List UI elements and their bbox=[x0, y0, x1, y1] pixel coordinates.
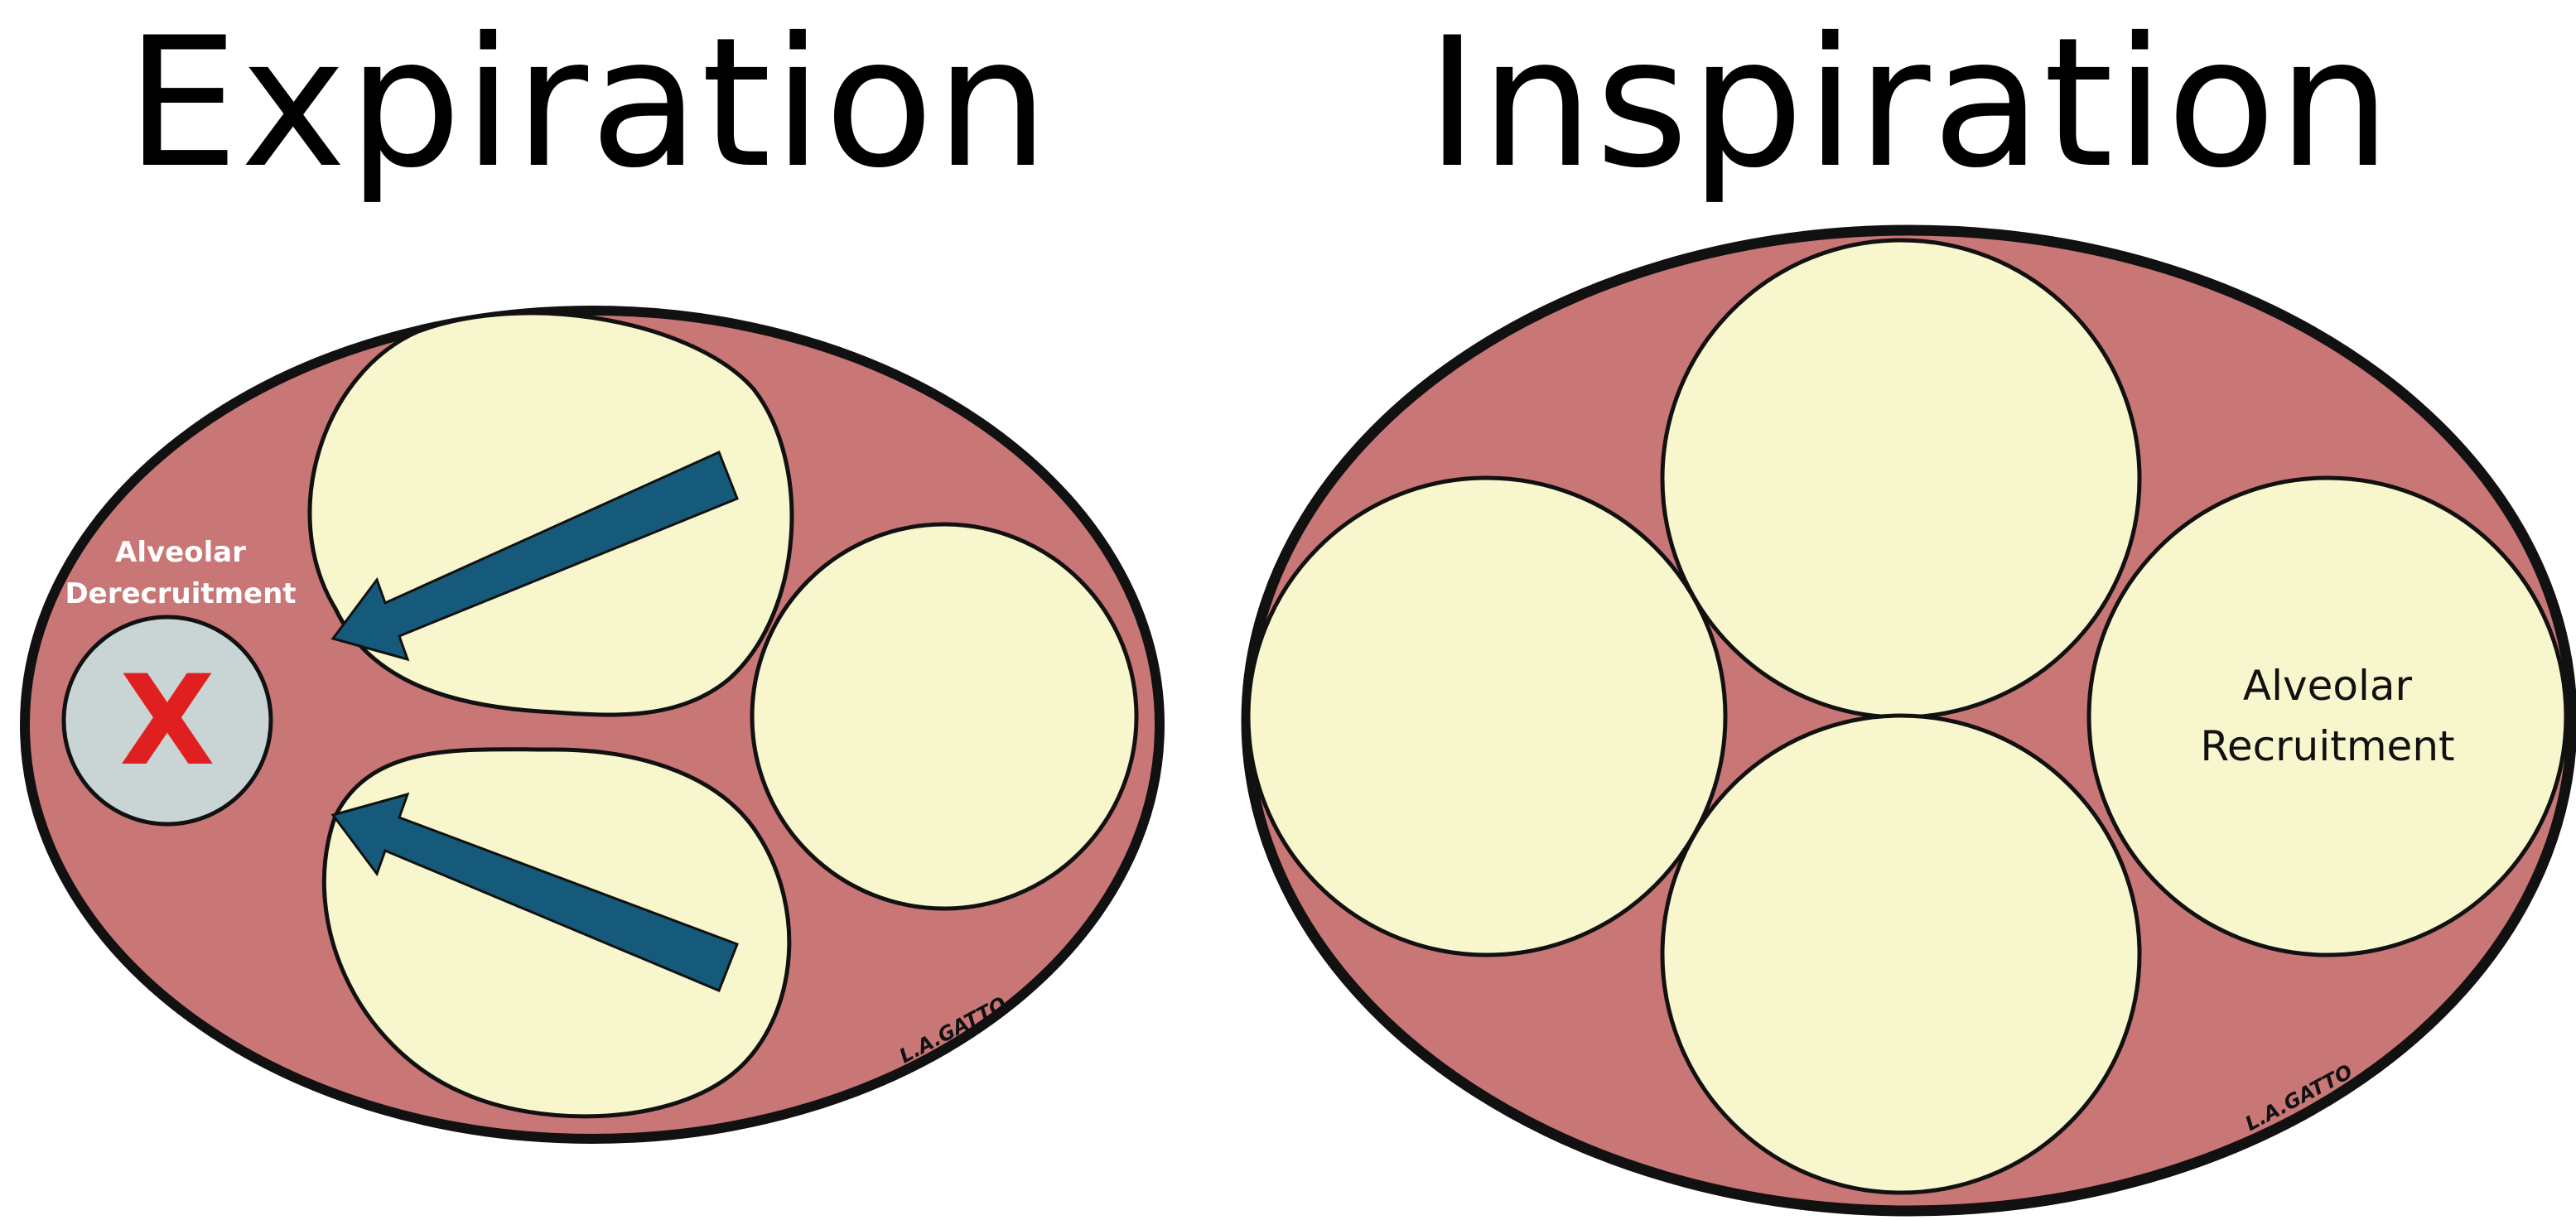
recruitment-label-line2: Recruitment bbox=[2200, 722, 2454, 770]
collapsed-alveolus bbox=[61, 615, 273, 827]
upper-deflating-alveolus bbox=[307, 311, 794, 717]
expiration-panel: X Alveolar Derecruitment L.A.GATTO bbox=[20, 306, 1165, 1144]
expiration-intact-alveolus bbox=[750, 522, 1139, 911]
right-inflated-alveolus bbox=[2086, 475, 2569, 957]
derecruitment-label-line2: Derecruitment bbox=[65, 577, 296, 610]
expiration-title: Expiration bbox=[125, 0, 1051, 207]
inspiration-title: Inspiration bbox=[1425, 0, 2393, 207]
left-inflated-alveolus bbox=[1246, 475, 1728, 957]
upper-derecruitment-arrow bbox=[330, 450, 739, 662]
lower-derecruitment-arrow bbox=[330, 792, 739, 992]
top-inflated-alveolus bbox=[1660, 238, 2142, 720]
bottom-inflated-alveolus bbox=[1660, 713, 2142, 1195]
inspiration-panel: Alveolar Recruitment L.A.GATTO bbox=[1241, 224, 2576, 1217]
recruitment-label-line1: Alveolar bbox=[2243, 662, 2413, 710]
derecruitment-label-line1: Alveolar bbox=[115, 536, 246, 569]
collapsed-x-mark: X bbox=[119, 649, 215, 793]
